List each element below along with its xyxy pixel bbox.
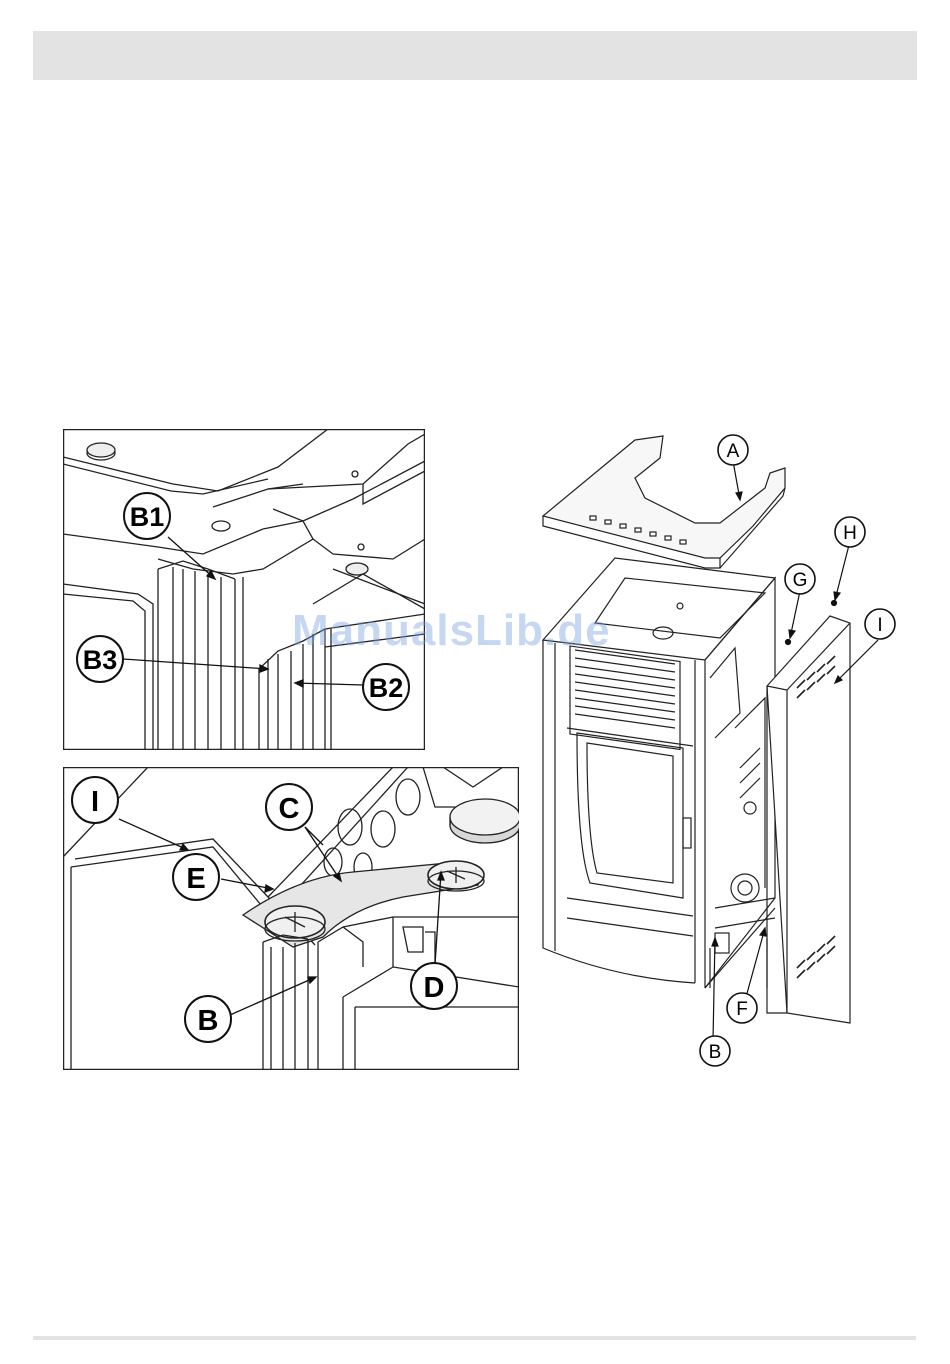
- detail-figure-bottom: I C E D B: [63, 767, 519, 1070]
- label-i-exploded: I: [877, 615, 882, 636]
- label-b1: B1: [130, 502, 165, 532]
- label-a: A: [727, 441, 740, 462]
- label-b3: B3: [83, 645, 118, 675]
- detail-bottom-drawing: I C E D B: [63, 767, 519, 1070]
- detail-top-drawing: B1 B3 B2: [63, 429, 425, 750]
- label-f: F: [736, 999, 748, 1020]
- detail-figure-top: B1 B3 B2: [63, 429, 425, 750]
- watermark: ManualsLib.de: [292, 606, 611, 656]
- label-i-detail: I: [91, 786, 99, 818]
- exploded-stove-figure: A H G I F B: [535, 428, 905, 1068]
- exploded-stove-drawing: A H G I F B: [535, 428, 905, 1068]
- label-d: D: [424, 972, 445, 1004]
- footer-rule: [33, 1336, 916, 1340]
- label-b2: B2: [369, 673, 404, 703]
- label-b-exploded: B: [709, 1042, 722, 1063]
- label-g: G: [793, 570, 808, 591]
- label-e: E: [186, 863, 205, 895]
- header-bar: [33, 31, 917, 80]
- label-c: C: [279, 793, 300, 825]
- label-b-detail: B: [198, 1005, 219, 1037]
- label-h: H: [843, 523, 857, 544]
